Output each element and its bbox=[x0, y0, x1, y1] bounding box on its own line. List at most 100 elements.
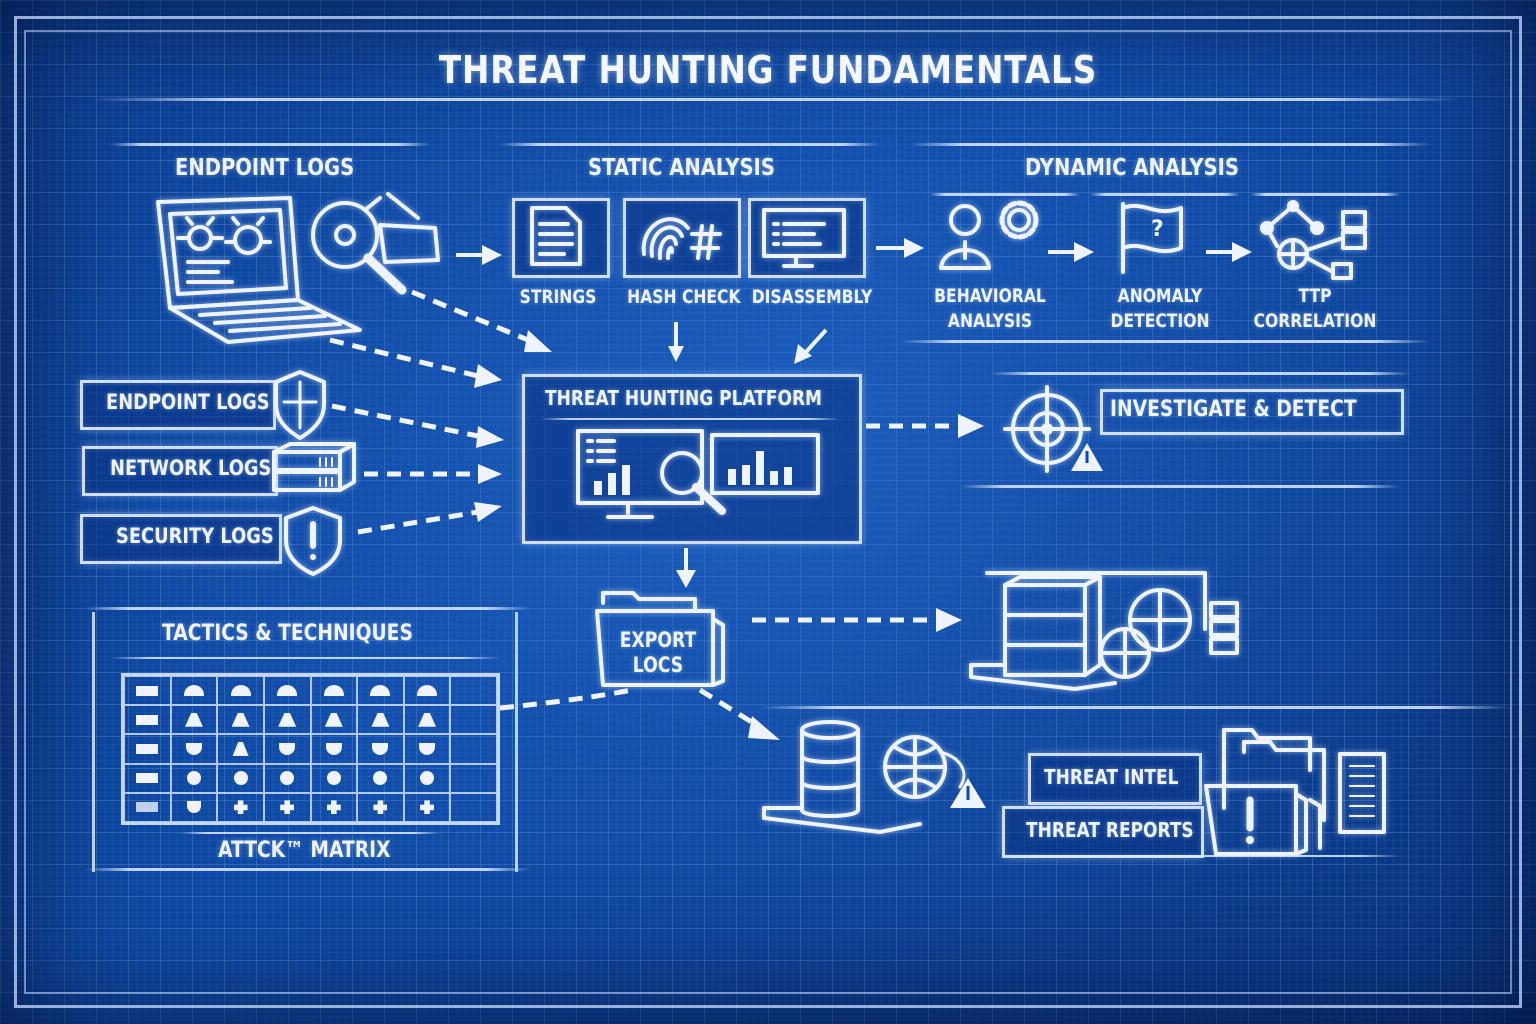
divider bbox=[930, 193, 1080, 196]
matrix-cell[interactable] bbox=[263, 676, 311, 706]
matrix-cell[interactable] bbox=[170, 792, 218, 822]
matrix-cell[interactable] bbox=[170, 763, 218, 793]
matrix-cell[interactable] bbox=[124, 676, 171, 706]
platform-label: THREAT HUNTING PLATFORM bbox=[545, 386, 822, 410]
matrix-cell[interactable] bbox=[124, 705, 171, 735]
matrix-cell[interactable] bbox=[403, 705, 451, 735]
matrix-cell[interactable] bbox=[357, 763, 404, 793]
divider bbox=[900, 340, 1430, 343]
divider bbox=[85, 607, 530, 610]
step-label-behavioral-analysis: BEHAVIORAL ANALYSIS bbox=[933, 284, 1048, 334]
label-line: DETECTION bbox=[1110, 310, 1210, 332]
label-line: TTP bbox=[1298, 285, 1332, 307]
divider bbox=[960, 485, 1400, 488]
log-source-label: NETWORK LOGS bbox=[110, 456, 272, 480]
divider bbox=[500, 143, 880, 146]
investigate-detect-label: INVESTIGATE & DETECT bbox=[1110, 397, 1357, 422]
page-title: THREAT HUNTING FUNDAMENTALS bbox=[438, 48, 1098, 92]
matrix-heading: TACTICS & TECHNIQUES bbox=[162, 621, 413, 646]
matrix-cell[interactable] bbox=[217, 676, 264, 706]
database-globe-alert-icon bbox=[762, 720, 986, 834]
matrix-cell[interactable] bbox=[357, 734, 404, 764]
server-stack-icon bbox=[272, 442, 356, 492]
folders-alert-icon bbox=[1204, 728, 1386, 856]
document-icon bbox=[530, 206, 582, 266]
laptop-bug-magnifier-icon bbox=[156, 192, 440, 344]
divider bbox=[1250, 193, 1400, 196]
matrix-footer: ATTCK™ MATRIX bbox=[218, 838, 391, 863]
matrix-cell[interactable] bbox=[170, 705, 218, 735]
divider bbox=[760, 706, 1510, 709]
fingerprint-hash-icon bbox=[641, 217, 722, 260]
network-graph-icon bbox=[1260, 200, 1367, 280]
matrix-cell[interactable] bbox=[217, 792, 264, 822]
matrix-cell[interactable] bbox=[403, 734, 451, 764]
step-label-disassembly: DISASSEMBLY bbox=[751, 286, 873, 308]
label-line: CORRELATION bbox=[1253, 310, 1377, 332]
matrix-cell[interactable] bbox=[124, 763, 171, 793]
matrix-cell[interactable] bbox=[450, 763, 497, 793]
matrix-cell[interactable] bbox=[217, 763, 264, 793]
log-source-label: SECURITY LOGS bbox=[116, 524, 274, 548]
divider bbox=[110, 657, 500, 659]
label-line: LOCS bbox=[632, 653, 684, 677]
matrix-cell[interactable] bbox=[170, 734, 218, 764]
outer-frame bbox=[14, 16, 1522, 1008]
matrix-cell[interactable] bbox=[450, 792, 497, 822]
step-label-ttp-correlation: TTP CORRELATION bbox=[1245, 284, 1384, 334]
matrix-frame-right bbox=[515, 612, 518, 872]
shield-icon bbox=[274, 370, 326, 440]
matrix-cell[interactable] bbox=[403, 763, 451, 793]
section-heading-dynamic-analysis: DYNAMIC ANALYSIS bbox=[1025, 155, 1239, 181]
matrix-cell[interactable] bbox=[310, 676, 358, 706]
log-source-network bbox=[82, 446, 278, 496]
server-globe-target-icon bbox=[969, 571, 1239, 691]
label-line: EXPORT bbox=[619, 628, 697, 652]
shield-alert-icon bbox=[284, 506, 342, 576]
matrix-cell[interactable] bbox=[217, 705, 264, 735]
matrix-cell[interactable] bbox=[357, 705, 404, 735]
divider bbox=[910, 143, 1430, 146]
matrix-cell[interactable] bbox=[450, 705, 497, 735]
step-label-strings: STRINGS bbox=[519, 286, 597, 308]
flag-question-icon: ? bbox=[1121, 202, 1183, 274]
matrix-cell[interactable] bbox=[310, 734, 358, 764]
matrix-cell[interactable] bbox=[450, 676, 497, 706]
matrix-cell[interactable] bbox=[170, 676, 218, 706]
dashboard-magnifier-icon bbox=[576, 429, 820, 519]
divider bbox=[1090, 193, 1240, 196]
log-source-label: ENDPOINT LOGS bbox=[106, 390, 270, 414]
matrix-cell[interactable] bbox=[263, 763, 311, 793]
title-underline bbox=[90, 98, 1460, 101]
investigate-detect-box bbox=[1100, 389, 1404, 435]
step-label-anomaly-detection: ANOMALY DETECTION bbox=[1103, 284, 1218, 334]
label-line: ANOMALY bbox=[1117, 285, 1203, 307]
matrix-cell[interactable] bbox=[217, 734, 264, 764]
matrix-cell[interactable] bbox=[450, 734, 497, 764]
matrix-frame-left bbox=[92, 612, 95, 872]
matrix-cell[interactable] bbox=[357, 792, 404, 822]
log-source-endpoint bbox=[80, 380, 276, 430]
matrix-cell[interactable] bbox=[403, 792, 451, 822]
matrix-cell[interactable] bbox=[263, 792, 311, 822]
matrix-cell[interactable] bbox=[124, 792, 171, 822]
matrix-cell[interactable] bbox=[263, 734, 311, 764]
target-alert-icon bbox=[1003, 385, 1103, 473]
matrix-cell[interactable] bbox=[403, 676, 451, 706]
divider bbox=[1000, 855, 1400, 857]
attack-matrix-grid bbox=[121, 673, 500, 825]
matrix-cell[interactable] bbox=[124, 734, 171, 764]
matrix-cell[interactable] bbox=[310, 763, 358, 793]
divider bbox=[540, 418, 840, 420]
divider bbox=[180, 832, 440, 834]
threat-intel-box bbox=[1028, 753, 1202, 805]
matrix-cell[interactable] bbox=[263, 705, 311, 735]
user-gear-icon bbox=[939, 200, 1039, 270]
section-heading-static-analysis: STATIC ANALYSIS bbox=[588, 155, 775, 181]
log-source-security bbox=[80, 514, 282, 564]
matrix-cell[interactable] bbox=[310, 705, 358, 735]
matrix-cell[interactable] bbox=[310, 792, 358, 822]
matrix-cell[interactable] bbox=[357, 676, 404, 706]
